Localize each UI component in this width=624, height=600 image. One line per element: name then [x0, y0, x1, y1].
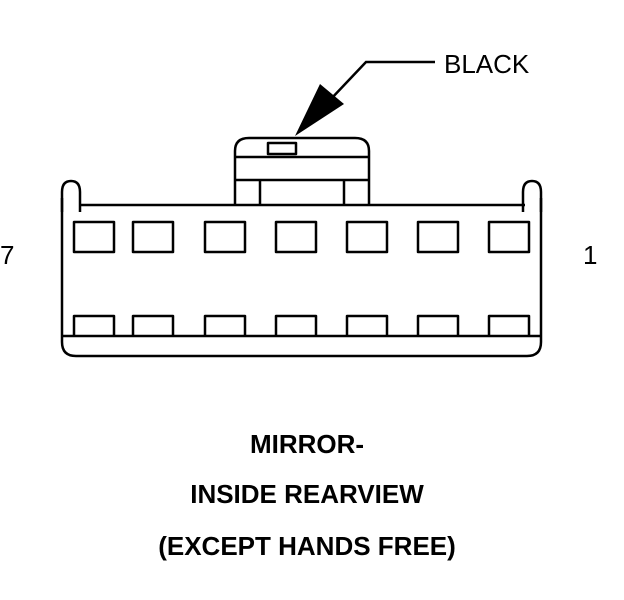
cavity-bottom-7 — [72, 314, 116, 336]
cavity-top-2 — [416, 220, 460, 254]
cavity-bottom-6 — [131, 314, 175, 336]
title-line-1: MIRROR- — [250, 429, 364, 459]
connector-housing — [60, 198, 543, 358]
cavity-bottom-3 — [345, 314, 389, 336]
title-line-2: INSIDE REARVIEW — [190, 479, 424, 509]
locking-hood — [233, 136, 371, 205]
cavity-bottom-2 — [416, 314, 460, 336]
color-callout-label: BLACK — [444, 49, 530, 79]
cavity-bottom-4 — [274, 314, 318, 336]
title-line-3: (EXCEPT HANDS FREE) — [158, 531, 456, 561]
right-latch-tab — [521, 179, 543, 212]
pin-number-left: 7 — [0, 240, 14, 270]
callout-leader — [295, 60, 435, 136]
cavity-top-4 — [274, 220, 318, 254]
cavity-top-5 — [203, 220, 247, 254]
cavity-top-6 — [131, 220, 175, 254]
locking-hood-latch — [266, 141, 298, 156]
cavity-top-3 — [345, 220, 389, 254]
callout-arrowhead — [295, 84, 344, 136]
pin-number-right: 1 — [583, 240, 597, 270]
cavity-bottom-5 — [203, 314, 247, 336]
connector-body — [60, 136, 543, 358]
cavity-bottom-1 — [487, 314, 531, 336]
cavity-top-1 — [487, 220, 531, 254]
cavity-top-7 — [72, 220, 116, 254]
callout-leader-line — [329, 60, 435, 101]
left-latch-tab — [60, 179, 82, 212]
